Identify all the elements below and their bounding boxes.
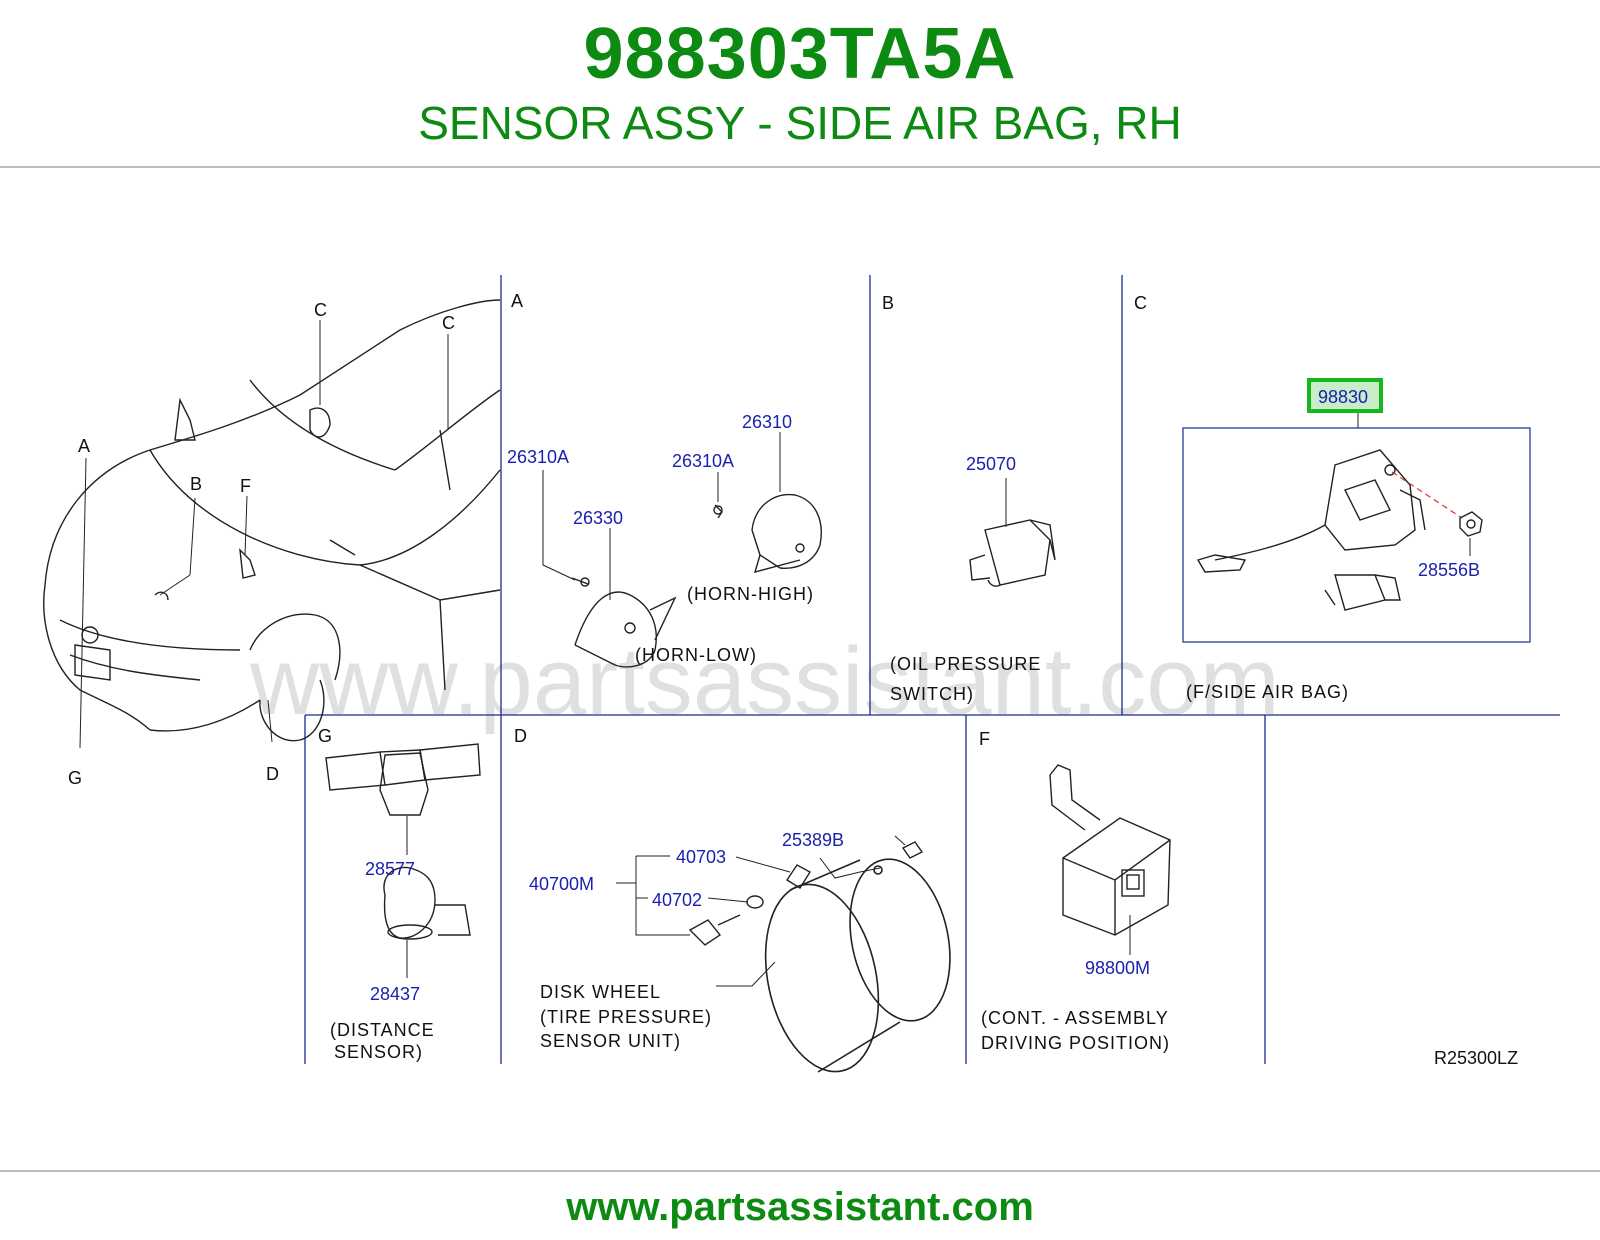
- part-98830-highlight[interactable]: 98830: [1318, 387, 1368, 407]
- panel-g-label: G: [318, 726, 332, 746]
- caption-disk-wheel-3: SENSOR UNIT): [540, 1031, 681, 1051]
- part-26310[interactable]: 26310: [742, 412, 792, 432]
- caption-disk-wheel-1: DISK WHEEL: [540, 982, 661, 1002]
- overview-label-a: A: [78, 436, 90, 456]
- car-callouts: [79, 320, 449, 749]
- horn-high-drawing: [713, 493, 822, 573]
- part-28577[interactable]: 28577: [365, 859, 415, 879]
- panel-grid: [304, 275, 1560, 1064]
- caption-oil-pressure-1: (OIL PRESSURE: [890, 654, 1041, 674]
- panel-d-label: D: [514, 726, 527, 746]
- caption-side-air-bag: (F/SIDE AIR BAG): [1186, 682, 1349, 702]
- overview-label-f: F: [240, 476, 251, 496]
- air-bag-sensor-frame: [1182, 427, 1531, 643]
- fastener-guide-line: [1391, 471, 1463, 519]
- overview-label-b: B: [190, 474, 202, 494]
- caption-distance-2: SENSOR): [334, 1042, 423, 1062]
- caption-oil-pressure-2: SWITCH): [890, 684, 974, 704]
- caption-control-assembly-1: (CONT. - ASSEMBLY: [981, 1008, 1169, 1028]
- header-divider: [0, 166, 1600, 168]
- footer-divider: [0, 1170, 1600, 1172]
- part-25389b[interactable]: 25389B: [782, 830, 844, 850]
- part-26310a-right[interactable]: 26310A: [672, 451, 734, 471]
- overview-label-g: G: [68, 768, 82, 788]
- panel-b-label: B: [882, 293, 894, 313]
- caption-distance-1: (DISTANCE: [330, 1020, 435, 1040]
- caption-horn-low: (HORN-LOW): [635, 645, 757, 665]
- overview-label-c1: C: [314, 300, 327, 320]
- part-26310a-left[interactable]: 26310A: [507, 447, 569, 467]
- caption-horn-high: (HORN-HIGH): [687, 584, 814, 604]
- horn-low-drawing: [571, 577, 677, 668]
- part-28437[interactable]: 28437: [370, 984, 420, 1004]
- control-assembly-drawing: [1049, 764, 1171, 936]
- panel-d-leaders: [616, 835, 906, 987]
- part-description: SENSOR ASSY - SIDE AIR BAG, RH: [418, 97, 1182, 149]
- caption-control-assembly-2: DRIVING POSITION): [981, 1033, 1170, 1053]
- part-40703[interactable]: 40703: [676, 847, 726, 867]
- footer-website-link[interactable]: www.partsassistant.com: [566, 1185, 1034, 1229]
- panel-c-label: C: [1134, 293, 1147, 313]
- panel-a-leaders: [542, 432, 781, 600]
- side-air-bag-sensor-drawing: [1196, 449, 1426, 611]
- page-header: 988303TA5A SENSOR ASSY - SIDE AIR BAG, R…: [0, 0, 1600, 168]
- oil-pressure-switch-drawing: [969, 519, 1056, 587]
- watermark: www.partsassistant.com: [249, 628, 1280, 735]
- overview-label-c2: C: [442, 313, 455, 333]
- overview-label-d: D: [266, 764, 279, 784]
- caption-disk-wheel-2: (TIRE PRESSURE): [540, 1007, 712, 1027]
- part-40700m[interactable]: 40700M: [529, 874, 594, 894]
- nut-drawing: [1459, 511, 1483, 537]
- highlighted-part-box: [1307, 378, 1383, 413]
- part-28556b[interactable]: 28556B: [1418, 560, 1480, 580]
- car-overview: [43, 299, 501, 742]
- distance-sensor-drawing: [383, 866, 471, 940]
- panel-a-label: A: [511, 291, 523, 311]
- part-25070[interactable]: 25070: [966, 454, 1016, 474]
- distance-sensor-bracket-drawing: [325, 743, 481, 816]
- part-98800m[interactable]: 98800M: [1085, 958, 1150, 978]
- disk-wheel-drawing: [764, 858, 951, 1073]
- diagram-code: R25300LZ: [1434, 1048, 1518, 1068]
- part-number-title: 988303TA5A: [583, 14, 1017, 94]
- panel-f-label: F: [979, 729, 990, 749]
- part-40702[interactable]: 40702: [652, 890, 702, 910]
- part-26330[interactable]: 26330: [573, 508, 623, 528]
